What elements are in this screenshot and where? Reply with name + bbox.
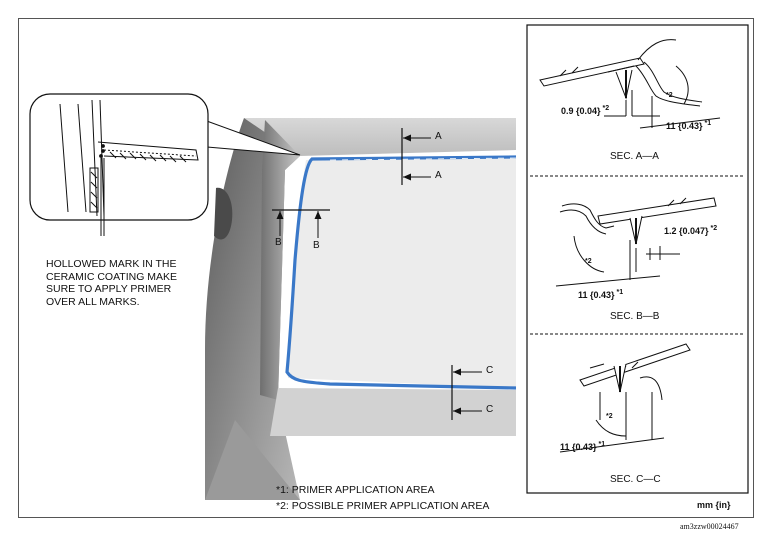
callout-b-right: B [313,240,320,251]
note-line: HOLLOWED MARK IN THE [46,258,177,270]
legend-key-2: *2: [276,500,289,512]
sec-b-dim1-mark: *2 [710,225,718,232]
legend-text-1: PRIMER APPLICATION AREA [291,484,435,496]
callout-c-top: C [486,365,494,376]
section-c-drawing [559,343,691,453]
a-pillar-trim [260,120,300,400]
sec-a-dim1: 0.9 {0.04}*2 [561,105,610,116]
cowl-panel [270,388,516,436]
sec-b-title: SEC. B—B [610,311,660,322]
sec-b-dim1-value: 1.2 {0.047} [664,226,709,236]
section-b-drawing [555,197,717,287]
figure-id: am3zzw00024467 [680,522,739,531]
legend-key-1: *1: [276,484,289,496]
units-label: mm {in} [697,500,731,510]
legend-item-1: *1: PRIMER APPLICATION AREA [276,484,435,497]
sec-b-angle-mark: *2 [585,258,592,265]
section-a-drawing [539,39,721,129]
primer-application-line [285,155,517,390]
sec-c-angle-mark: *2 [606,413,613,420]
sec-c-dim1-mark: *1 [598,441,606,448]
callout-a-bottom: A [435,170,442,181]
detail-drawing [59,99,199,236]
detail-leader [203,119,301,156]
figure-frame [18,18,754,518]
sec-a-dim1-mark: *2 [602,105,610,112]
section-panel [526,24,749,494]
windshield-glass [288,156,516,388]
sec-b-dim2-mark: *1 [616,289,624,296]
legend-item-2: *2: POSSIBLE PRIMER APPLICATION AREA [276,500,489,513]
sec-a-title: SEC. A—A [610,151,659,162]
sec-b-dim1: 1.2 {0.047}*2 [664,225,718,236]
callout-a-top: A [435,131,442,142]
sec-a-angle-mark: *2 [666,92,673,99]
sec-a-dim2: 11 {0.43}*1 [666,120,712,131]
legend-text-2: POSSIBLE PRIMER APPLICATION AREA [291,500,490,512]
sec-a-dim1-value: 0.9 {0.04} [561,106,601,116]
sec-c-dim1: 11 {0.43}*1 [560,441,606,452]
sec-c-dim1-value: 11 {0.43} [560,442,597,452]
sec-a-dim2-mark: *1 [704,120,712,127]
note-line: SURE TO APPLY PRIMER [46,283,172,295]
roof-panel [244,118,516,156]
sec-a-dim2-value: 11 {0.43} [666,121,703,131]
note-line: CERAMIC COATING MAKE [46,270,178,283]
hollowed-mark-note: HOLLOWED MARK IN THE CERAMIC COATING MAK… [46,258,177,308]
sec-b-dim2: 11 {0.43}*1 [578,289,624,300]
sec-b-dim2-value: 11 {0.43} [578,290,615,300]
side-mirror [214,187,233,240]
note-line: OVER ALL MARKS. [46,295,140,308]
sec-c-title: SEC. C—C [610,474,661,485]
callout-b-left: B [275,237,282,248]
callout-c-bottom: C [486,404,494,415]
